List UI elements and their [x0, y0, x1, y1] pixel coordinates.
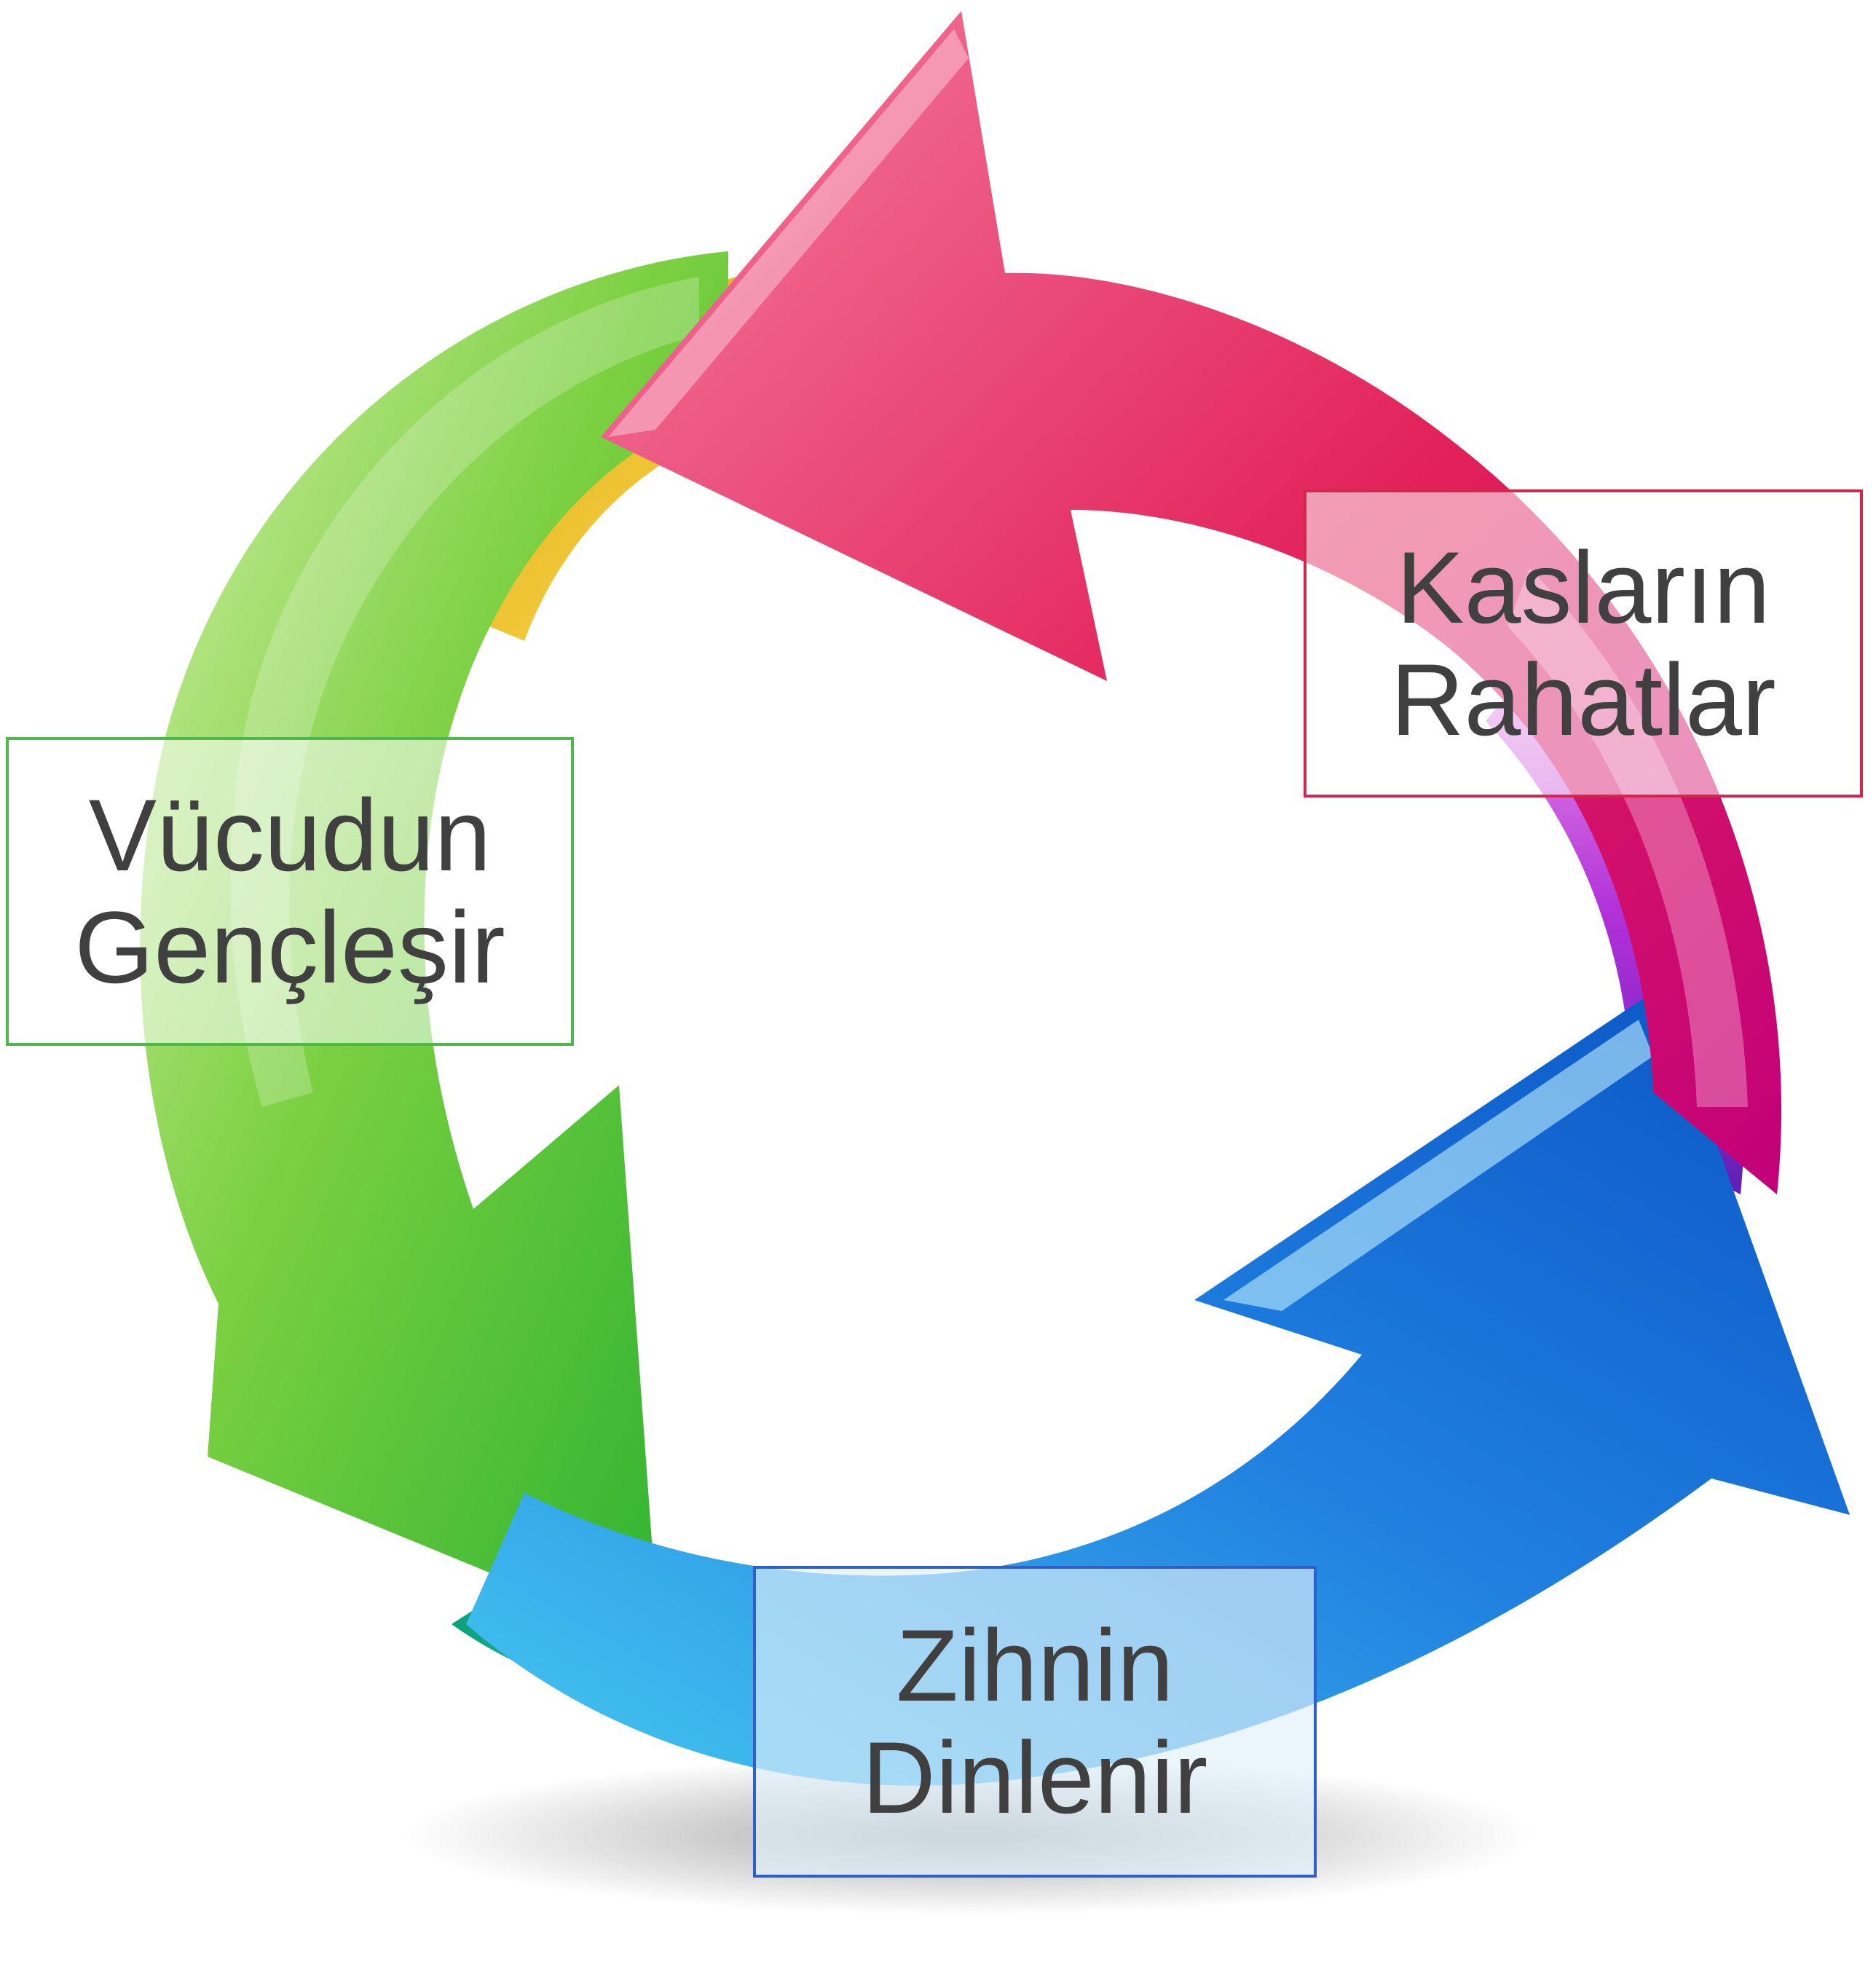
green-arrow [140, 251, 728, 1642]
label-kaslarin-line1: Kasların [1396, 529, 1770, 645]
red-arrow-highlight [608, 29, 969, 437]
label-box-vucudun: Vücudun Gençleşir [6, 737, 574, 1046]
label-box-zihnin: Zihnin Dinlenir [753, 1566, 1317, 1878]
label-zihnin-line2: Dinlenir [862, 1720, 1208, 1835]
label-vucudun-line1: Vücudun [88, 778, 492, 892]
label-box-kaslarin: Kasların Rahatlar [1304, 489, 1863, 798]
label-vucudun-line2: Gençleşir [74, 890, 505, 1004]
label-zihnin-line1: Zihnin [896, 1608, 1174, 1722]
red-arrow-inner-glow [1508, 568, 1748, 1107]
label-kaslarin-line2: Rahatlar [1390, 642, 1776, 757]
blue-arrow-highlight [1223, 1020, 1653, 1311]
red-arrow [601, 11, 1782, 1194]
